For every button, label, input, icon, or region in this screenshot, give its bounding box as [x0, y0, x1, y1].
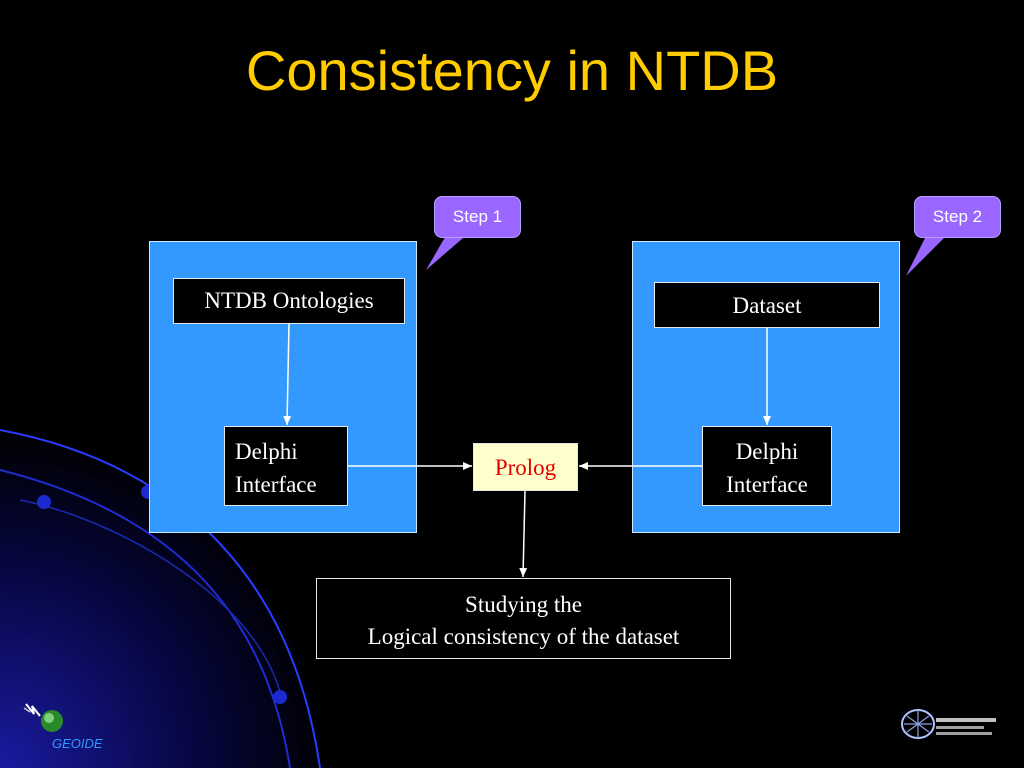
- left-delphi-interface-box: Delphi Interface: [224, 426, 348, 506]
- geoide-logo-icon: [23, 703, 63, 732]
- ntdb-ontologies-label: NTDB Ontologies: [204, 288, 374, 313]
- dataset-label: Dataset: [732, 293, 802, 318]
- prolog-box: Prolog: [473, 443, 578, 491]
- step2-label: Step 2: [932, 207, 983, 226]
- step1-label: Step 1: [452, 207, 503, 226]
- research-centre-logo-icon: [901, 709, 996, 739]
- left-interface-line2: Interface: [235, 472, 317, 497]
- ntdb-ontologies-box: NTDB Ontologies: [173, 278, 405, 324]
- dataset-box: Dataset: [654, 282, 880, 328]
- step2-callout: Step 2: [914, 196, 1001, 238]
- step1-callout: Step 1: [434, 196, 521, 238]
- right-interface-line2: Interface: [726, 472, 808, 497]
- right-delphi-interface-box: Delphi Interface: [702, 426, 832, 506]
- result-box: Studying the Logical consistency of the …: [316, 578, 731, 659]
- left-interface-line1: Delphi: [235, 439, 298, 464]
- slide-title: Consistency in NTDB: [245, 39, 779, 102]
- prolog-label: Prolog: [494, 455, 557, 480]
- result-line2: Logical consistency of the dataset: [367, 624, 680, 649]
- geoide-logo-text: GEOIDE: [52, 736, 103, 751]
- right-interface-line1: Delphi: [735, 439, 799, 464]
- result-line1: Studying the: [465, 592, 582, 617]
